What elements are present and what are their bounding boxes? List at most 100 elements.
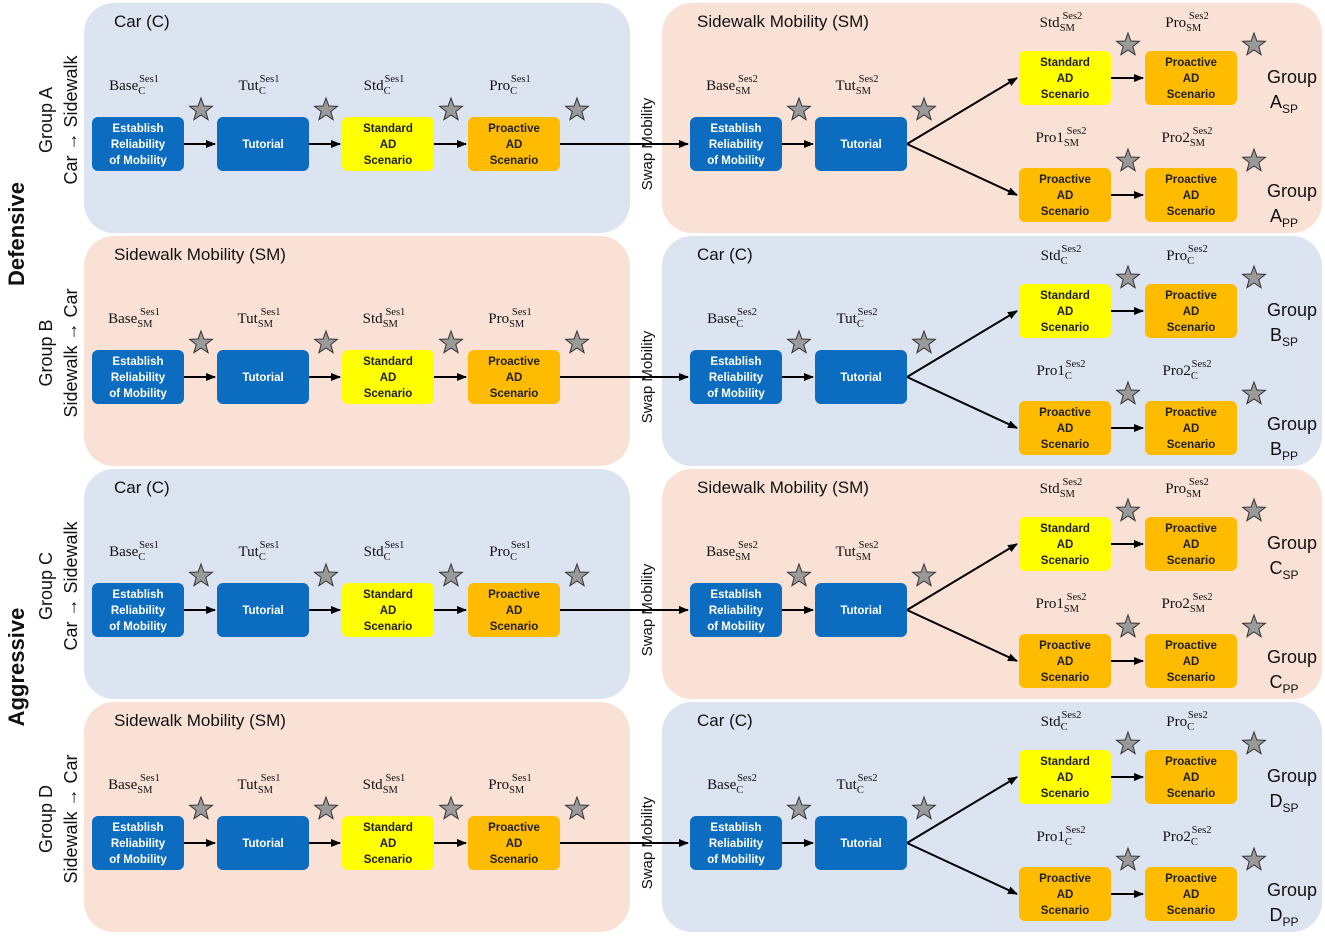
group-b-s1-star-3: [564, 329, 590, 354]
group-d-branch-up-arrow: [906, 776, 1018, 844]
group-a-s1-label-0: BaseCSes1: [109, 74, 159, 97]
group-c-s2-box-establish: [690, 583, 782, 637]
group-b-s1-star-1: [313, 329, 339, 354]
group-a-s1-box-establish-text: Establish: [112, 123, 163, 135]
group-d-s2-box-establish-text: of Mobility: [707, 854, 765, 866]
group-b-group-bottom-code: BPP: [1270, 439, 1298, 463]
group-a-s1-box-proactive-text: Proactive: [488, 123, 540, 135]
group-c-branch-top-standard: [1019, 517, 1111, 571]
group-a-branch-top-star-1: [1241, 31, 1267, 56]
group-d-branch-down-arrow: [906, 842, 1018, 895]
group-c-branch-bottom-proactive2-text: AD: [1183, 656, 1200, 668]
group-c-s1-box-standard: [342, 583, 434, 637]
group-c-branch-top-proactive: [1145, 517, 1237, 571]
group-c-s2-label-1: TutSMSes2: [836, 540, 879, 563]
group-c-s1-star-3: [564, 562, 590, 587]
group-b-s2-label-0: BaseCSes2: [707, 307, 757, 330]
group-c-s2-box-establish-text: Reliability: [709, 605, 764, 617]
group-d-s1-box-tutorial-text: Tutorial: [242, 838, 283, 850]
group-d-s1-box-standard-text: Standard: [363, 822, 413, 834]
group-b-session1-title: Sidewalk Mobility (SM): [114, 245, 286, 264]
group-a-session2-title: Sidewalk Mobility (SM): [697, 12, 869, 31]
group-b-s1-label-1: TutSMSes1: [238, 307, 281, 330]
group-d-branch-top-proactive-text: Scenario: [1167, 788, 1216, 800]
group-c-s2-box-establish-text: Establish: [710, 589, 761, 601]
group-b-branch-bottom-proactive2: [1145, 401, 1237, 455]
group-a-s1-label-2: StdCSes1: [364, 74, 405, 97]
group-c-branch-bottom-proactive2: [1145, 634, 1237, 688]
group-b-branch-up-arrow: [906, 310, 1018, 378]
group-b-label: Group B: [36, 319, 56, 386]
group-c-group-bottom-label: Group: [1267, 647, 1317, 667]
group-d-branch-bottom-star-0: [1115, 846, 1141, 871]
group-a-branch-top-proactive-text: AD: [1183, 73, 1200, 85]
group-b-branch-bottom-proactive2-text: AD: [1183, 423, 1200, 435]
group-c-branch-up-arrow: [906, 543, 1018, 611]
group-c-branch-top-label-1: ProSMSes2: [1165, 477, 1208, 500]
group-b-s1-box-standard-text: Standard: [363, 356, 413, 368]
group-b-s1-box-proactive-text: Proactive: [488, 356, 540, 368]
group-a-swap-label: Swap Mobility: [639, 97, 656, 190]
group-d-s1-box-proactive: [468, 816, 560, 870]
group-d-s1-box-tutorial: [217, 816, 309, 870]
group-a-s2-star-0: [786, 96, 812, 121]
group-d-branch-top-proactive-text: AD: [1183, 772, 1200, 784]
group-c-s1-box-standard-text: AD: [380, 605, 397, 617]
group-c-s1-box-standard-text: Scenario: [364, 621, 413, 633]
group-c-direction: Car → Sidewalk: [61, 520, 81, 650]
group-a-s1-star-0: [188, 96, 214, 121]
group-a-s1-box-standard-text: AD: [380, 139, 397, 151]
group-b-s1-box-establish: [92, 350, 184, 404]
group-b-branch-bottom-proactive1-text: Scenario: [1041, 439, 1090, 451]
group-c-label: Group C: [36, 552, 56, 620]
group-a-direction: Car → Sidewalk: [61, 54, 81, 184]
group-b-group-top-label: Group: [1267, 300, 1317, 320]
group-c-branch-top-proactive-text: Scenario: [1167, 555, 1216, 567]
group-b-branch-top-star-0: [1115, 264, 1141, 289]
group-b-s1-box-standard-text: Scenario: [364, 388, 413, 400]
group-b-s2-star-0: [786, 329, 812, 354]
group-a-s2-box-establish-text: Establish: [710, 123, 761, 135]
group-d-branch-bottom-label-0: Pro1CSes2: [1036, 825, 1085, 848]
group-d-s1-box-standard: [342, 816, 434, 870]
group-c-s1-box-tutorial-text: Tutorial: [242, 605, 283, 617]
group-d-s1-box-establish-text: Establish: [112, 822, 163, 834]
group-a-s1-box-establish: [92, 117, 184, 171]
group-b-s1-box-standard: [342, 350, 434, 404]
group-a-branch-bottom-label-0: Pro1SMSes2: [1036, 126, 1087, 149]
group-c-s1-label-2: StdCSes1: [364, 540, 405, 563]
group-c-branch-bottom-proactive2-text: Scenario: [1167, 672, 1216, 684]
group-d-s1-box-standard-text: AD: [380, 838, 397, 850]
group-c-s1-box-tutorial: [217, 583, 309, 637]
group-c-branch-top-proactive-text: AD: [1183, 539, 1200, 551]
group-d-s2-label-0: BaseCSes2: [707, 773, 757, 796]
group-c-s1-box-proactive-text: Proactive: [488, 589, 540, 601]
group-a-s1-box-establish-text: Reliability: [111, 139, 166, 151]
group-a-branch-top-standard-text: Standard: [1040, 57, 1090, 69]
group-d-s1-box-proactive-text: Proactive: [488, 822, 540, 834]
group-a-s1-box-tutorial-text: Tutorial: [242, 139, 283, 151]
group-a-group-top-label: Group: [1267, 67, 1317, 87]
group-a-s2-box-establish-text: of Mobility: [707, 155, 765, 167]
group-d-s2-box-establish-text: Establish: [710, 822, 761, 834]
group-a-s1-box-standard: [342, 117, 434, 171]
group-c-s1-box-establish-text: Establish: [112, 589, 163, 601]
group-a-branch-top-standard-text: AD: [1057, 73, 1074, 85]
group-d-group-top-code: DSP: [1269, 791, 1298, 815]
group-a-branch-top-proactive: [1145, 51, 1237, 105]
group-b-group-bottom-label: Group: [1267, 414, 1317, 434]
group-a-s1-box-tutorial: [217, 117, 309, 171]
group-d-group-bottom-label: Group: [1267, 880, 1317, 900]
group-b-branch-down-arrow: [906, 376, 1018, 429]
group-c-s2-box-establish-text: of Mobility: [707, 621, 765, 633]
group-a-branch-bottom-proactive2-text: Proactive: [1165, 174, 1217, 186]
group-d-s1-label-0: BaseSMSes1: [108, 773, 160, 796]
group-c-s2-star-1: [911, 562, 937, 587]
group-c-s1-box-standard-text: Standard: [363, 589, 413, 601]
group-a-branch-bottom-proactive1-text: Scenario: [1041, 206, 1090, 218]
group-b-branch-top-label-1: ProCSes2: [1166, 244, 1208, 267]
group-b-s1-box-tutorial: [217, 350, 309, 404]
group-d-s2-label-1: TutCSes2: [837, 773, 878, 796]
group-a-branch-bottom-proactive1: [1019, 168, 1111, 222]
group-d-s2-star-0: [786, 795, 812, 820]
